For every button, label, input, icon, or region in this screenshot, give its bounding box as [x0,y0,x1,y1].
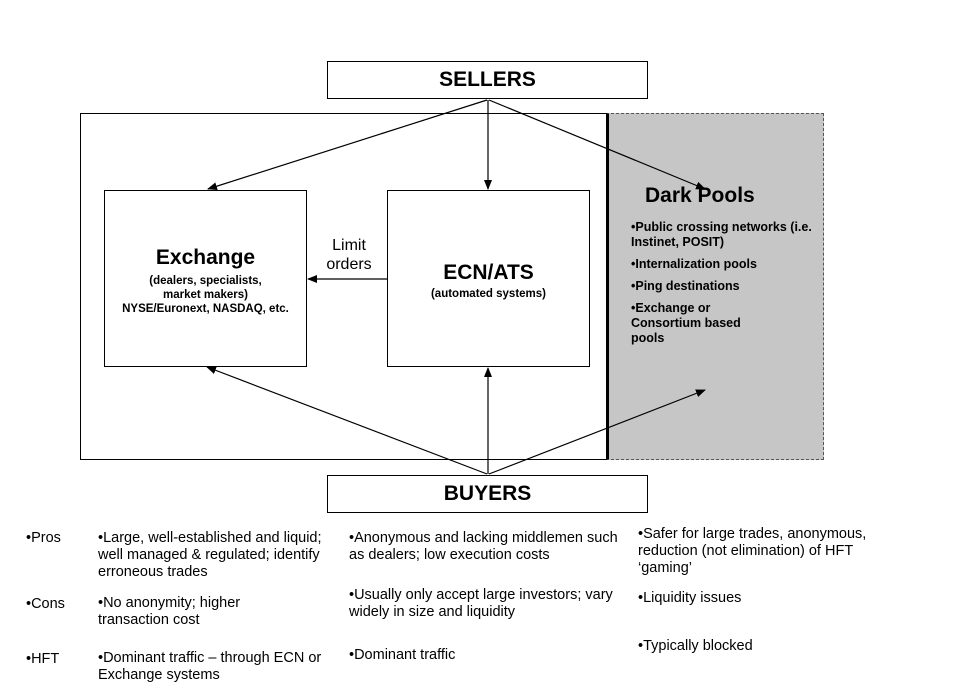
sellers-label: SELLERS [439,68,536,91]
ecn-ats-subtitle: (automated systems) [430,288,547,300]
buyers-box: BUYERS [327,475,648,513]
row-label-hft: •HFT [26,651,60,667]
hft-dark-pools: •Typically blocked [638,638,753,654]
pros-exchange: •Large, well-established and liquid; wel… [98,530,322,580]
ecn-ats-title: ECN/ATS [443,261,534,284]
row-label-pros: •Pros [26,530,61,546]
arrow-sellers-darkpools [488,99,706,190]
dark-pools-item: •Exchange or Consortium based pools [631,301,741,345]
pros-ecn: •Anonymous and lacking middlemen such as… [349,530,618,563]
hft-exchange: •Dominant traffic – through ECN or Excha… [98,650,322,683]
ecn-ats-box: ECN/ATS (automated systems) [387,190,590,367]
cons-ecn: •Usually only accept large investors; va… [349,587,613,620]
sellers-box: SELLERS [327,61,648,99]
pros-dark-pools: •Safer for large trades, anonymous, redu… [638,526,867,576]
exchange-subtitle-line: NYSE/Euronext, NASDAQ, etc. [122,303,289,315]
row-label-cons: •Cons [26,596,65,612]
arrow-sellers-exchange [207,99,488,191]
arrow-buyers-darkpools [488,389,706,475]
cons-dark-pools: •Liquidity issues [638,590,742,606]
dark-pools-list: •Public crossing networks (i.e. Instinet… [631,220,816,353]
dark-pools-item: •Ping destinations [631,279,740,293]
exchange-title: Exchange [155,246,256,269]
limit-orders-line: orders [326,256,372,273]
exchange-box: Exchange (dealers, specialists, market m… [104,190,307,367]
exchange-subtitle-line: (dealers, specialists, [149,275,262,287]
dark-pools-panel: Dark Pools •Public crossing networks (i.… [606,113,824,460]
hft-ecn: •Dominant traffic [349,647,456,663]
dark-pools-item: •Internalization pools [631,257,757,271]
dark-pools-title: Dark Pools [645,184,755,207]
exchange-subtitle-line: market makers) [162,289,249,301]
arrow-buyers-exchange [206,366,488,475]
limit-orders-label: Limit orders [316,236,382,274]
dark-pools-item: •Public crossing networks (i.e. Instinet… [631,220,812,249]
buyers-label: BUYERS [443,482,532,505]
limit-orders-line: Limit [332,237,366,254]
cons-exchange: •No anonymity; higher transaction cost [98,595,241,628]
exchange-subtitle: (dealers, specialists, market makers) NY… [105,274,306,316]
